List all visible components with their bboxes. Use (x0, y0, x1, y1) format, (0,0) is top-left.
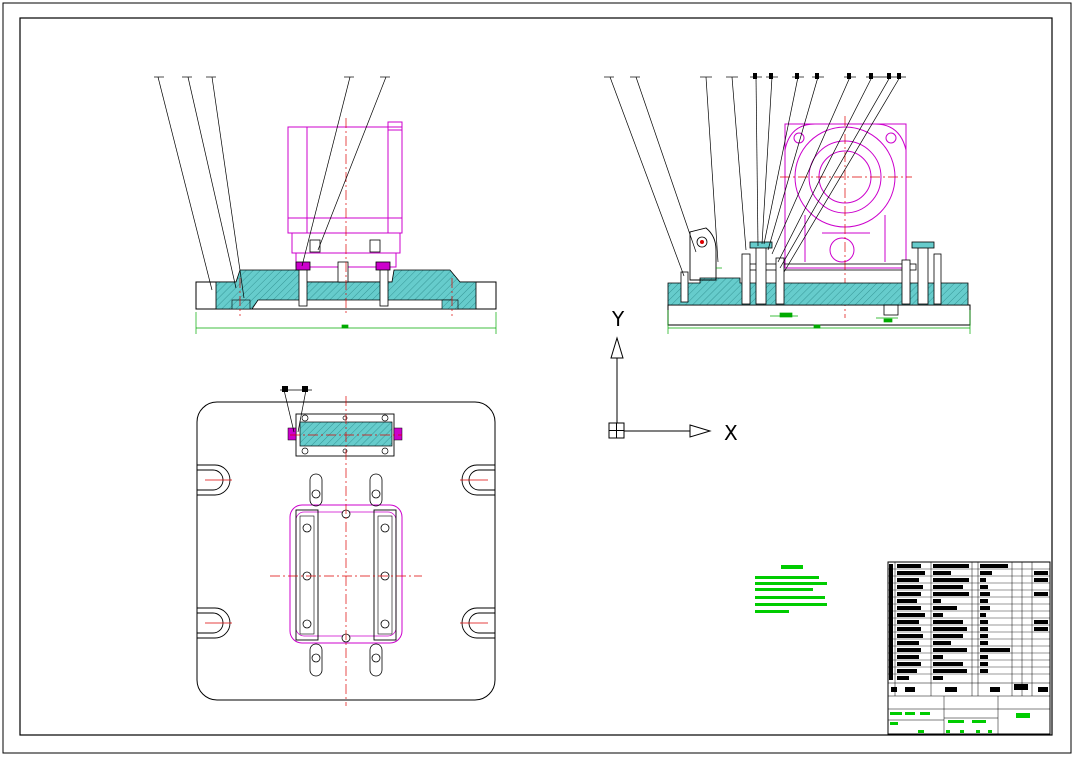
outer-border (2, 2, 1072, 754)
front-view (154, 76, 497, 334)
ucs-axis-icon (608, 336, 712, 439)
side-view (604, 73, 971, 334)
y-axis-label: Y (611, 307, 625, 331)
x-axis-label: X (724, 421, 738, 445)
ucs-origin-box-icon (608, 422, 625, 439)
top-view (196, 386, 496, 706)
technical-notes (755, 565, 827, 613)
inner-border (19, 17, 1053, 736)
title-block (887, 561, 1051, 735)
